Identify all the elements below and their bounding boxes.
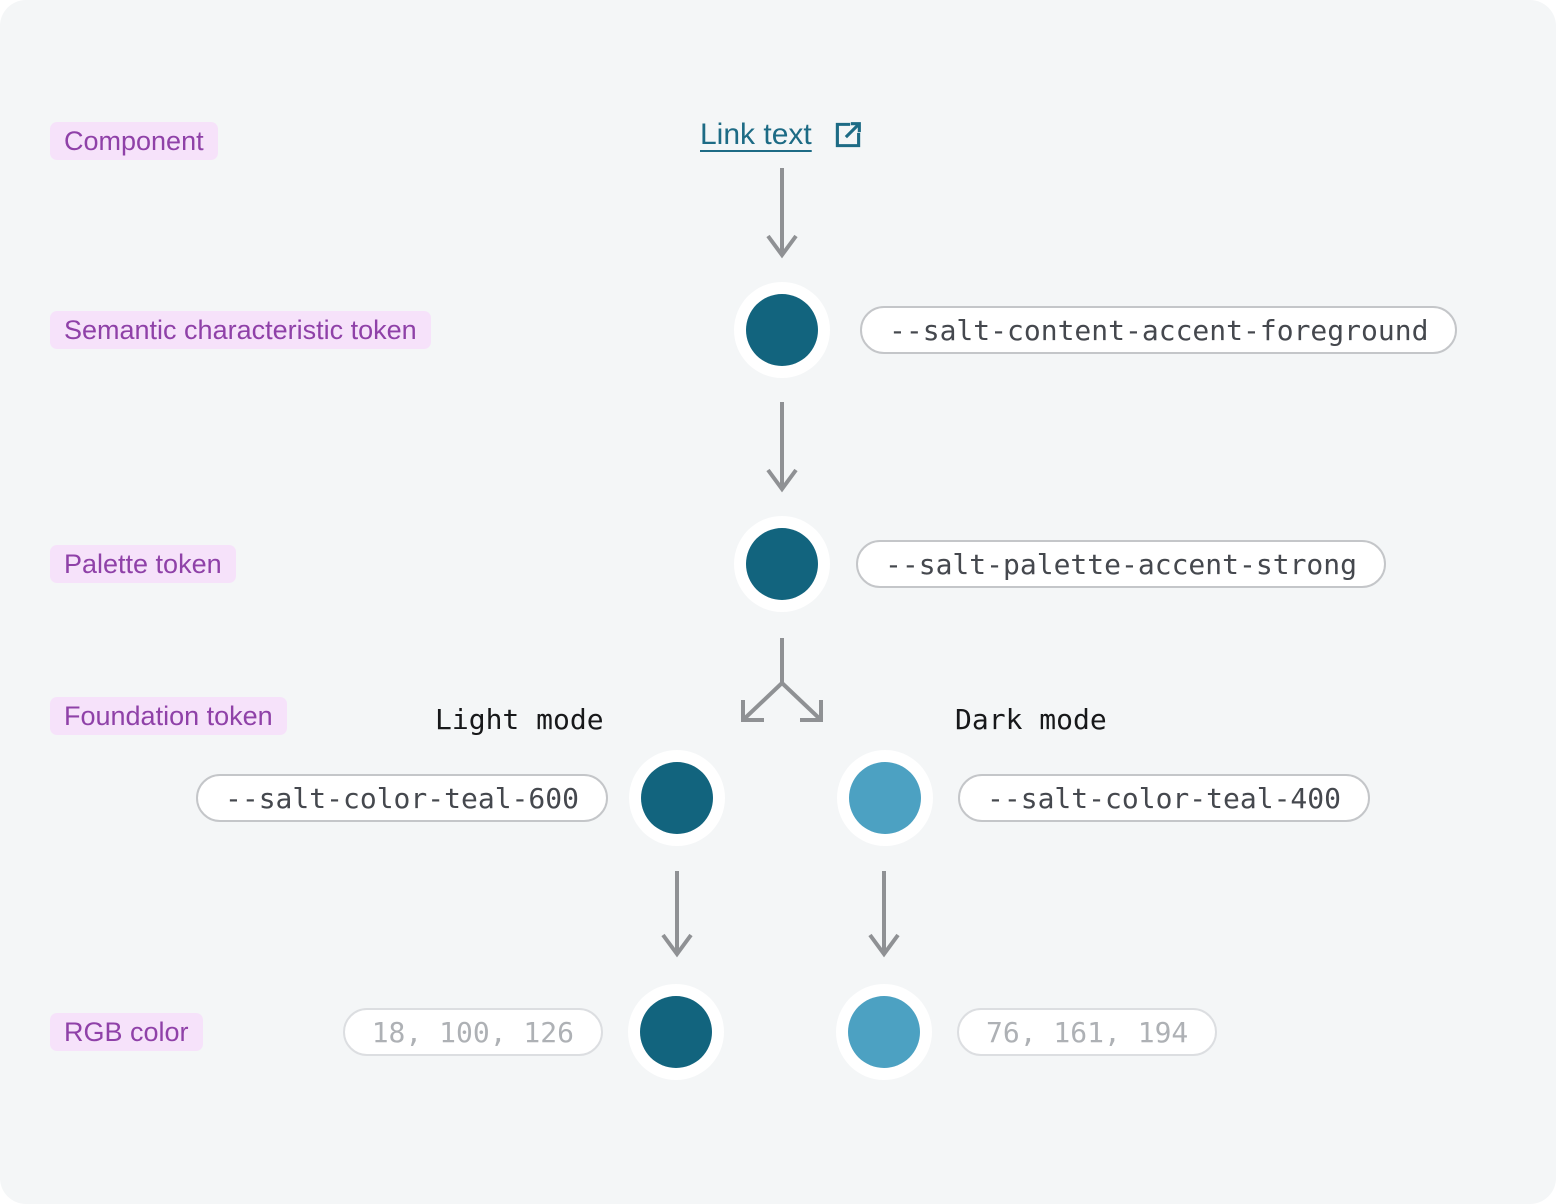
- row-label-rgb: RGB color: [50, 1013, 203, 1051]
- row-label-foundation: Foundation token: [50, 697, 287, 735]
- rgb-light-swatch: [628, 984, 724, 1080]
- arrow-down-2: [762, 402, 802, 494]
- foundation-dark-swatch: [837, 750, 933, 846]
- arrow-down-dark: [864, 871, 904, 959]
- rgb-dark-swatch: [836, 984, 932, 1080]
- teal-dark-dot: [746, 294, 818, 366]
- foundation-light-token-pill: --salt-color-teal-600: [195, 774, 608, 822]
- fork-arrow: [720, 636, 846, 726]
- palette-token-pill: --salt-palette-accent-strong: [856, 540, 1387, 588]
- foundation-light-swatch: [629, 750, 725, 846]
- foundation-dark-token-pill: --salt-color-teal-400: [958, 774, 1371, 822]
- row-label-palette: Palette token: [50, 545, 236, 583]
- rgb-light-value-pill: 18, 100, 126: [342, 1008, 603, 1056]
- teal-dark-dot: [641, 762, 713, 834]
- semantic-token-swatch: [734, 282, 830, 378]
- teal-dark-dot: [640, 996, 712, 1068]
- dark-mode-caption: Dark mode: [955, 703, 1107, 736]
- teal-light-dot: [848, 996, 920, 1068]
- external-link-icon[interactable]: [831, 118, 865, 152]
- semantic-token-pill: --salt-content-accent-foreground: [860, 306, 1458, 354]
- link-text[interactable]: Link text: [700, 118, 812, 151]
- arrow-down-1: [762, 168, 802, 260]
- teal-dark-dot: [746, 528, 818, 600]
- rgb-dark-value-pill: 76, 161, 194: [957, 1008, 1218, 1056]
- palette-token-swatch: [734, 516, 830, 612]
- teal-light-dot: [849, 762, 921, 834]
- component-link[interactable]: Link text: [700, 118, 865, 152]
- arrow-down-light: [657, 871, 697, 959]
- row-label-component: Component: [50, 122, 218, 160]
- row-label-semantic: Semantic characteristic token: [50, 311, 431, 349]
- light-mode-caption: Light mode: [435, 703, 604, 736]
